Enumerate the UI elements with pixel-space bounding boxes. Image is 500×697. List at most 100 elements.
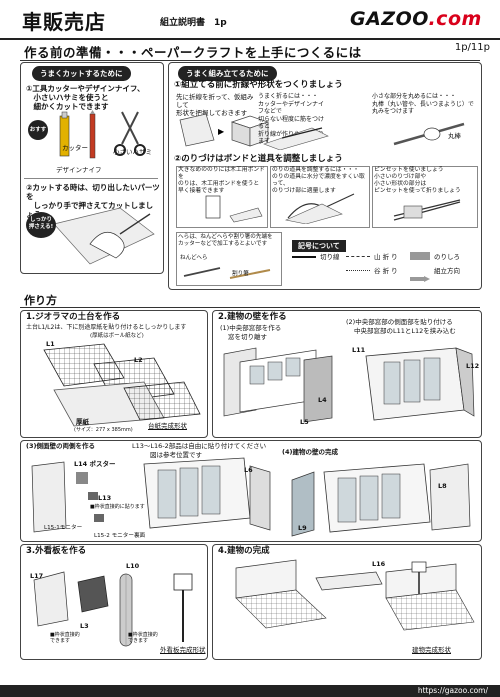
l8-label: L8 <box>438 482 447 490</box>
l3-note: ■枠状直接的 できます <box>50 632 80 644</box>
waribashi-label: 割り箸 <box>232 271 249 277</box>
l2-label: L2 <box>134 356 143 364</box>
legend-title: 記号について <box>292 240 346 252</box>
spatula-illustration <box>285 193 355 224</box>
brand-title: 車販売店 <box>22 10 106 34</box>
step-2-2b: 中央部窓部のL11とL12を挟み込む <box>354 327 456 335</box>
round-bar-label: 丸棒 <box>448 132 461 140</box>
step-2b-box <box>270 166 370 228</box>
l15-label: L15-1モニター <box>44 525 83 531</box>
step-3-done: 外看板完成形状 <box>160 646 206 654</box>
step-2-3b: L13〜L16-2部品は自由に貼り付けてください <box>132 442 267 450</box>
l17-label: L17 <box>30 572 44 580</box>
legend-glue: のりしろ <box>434 253 460 261</box>
tools-illustration <box>59 110 146 159</box>
step-3-title: 3.外看板を作る <box>26 546 87 556</box>
step-2-1: (1)中央部窓部を作る <box>220 324 282 332</box>
doc-title: 組立説明書 1p <box>160 18 227 28</box>
round-bar-illustration <box>393 122 465 146</box>
assemble-step-2a: 大きなめののりには木工用ボンドを のりは、木工用ボンドを使うと 早く接着できます <box>178 167 265 194</box>
design-knife-icon <box>89 113 96 159</box>
svg-text:▶: ▶ <box>218 127 225 136</box>
step-1-title: 1.ジオラマの土台を作る <box>26 312 121 322</box>
step-2-sides-panel <box>20 440 482 542</box>
assemble-step-1c: うまく折るには・・・ カッターやデザインナイフなどで 切らない程度に筋をつけると… <box>258 93 325 145</box>
logo-suffix: .com <box>428 8 482 30</box>
assemble-step-1a: 先に折線を折って、仮組みして 形状を把握しておきます <box>176 93 254 117</box>
mountain-line-sample <box>346 256 370 257</box>
assemble-panel-label: うまく組み立てるために <box>178 66 277 81</box>
assemble-step-1d: 小さな部分を丸めるには・・・ 丸棒（丸い管や、長いつまようじ）で丸みをつけます <box>372 93 474 115</box>
l16-label: L16 <box>372 560 386 568</box>
cut-panel-divider <box>24 178 158 179</box>
step-4-done: 建物完成形状 <box>412 646 451 654</box>
legend-cut: 切り線 <box>320 253 340 261</box>
l10-label: L10 <box>126 562 140 570</box>
footer-url[interactable]: https://gazoo.com/ <box>417 686 488 695</box>
step-2c-box <box>372 166 478 228</box>
l6-label: L6 <box>244 466 253 474</box>
legend-direction: 組立方向 <box>434 267 460 275</box>
valley-line-sample <box>346 270 370 271</box>
step-3-panel <box>20 544 208 660</box>
side-walls-illustration <box>31 457 471 537</box>
hand-cutting-illustration <box>53 207 155 265</box>
cut-panel-label: うまくカットするために <box>32 66 131 81</box>
l14-label: L14 ポスター <box>74 460 116 468</box>
thick-size: (サイズ：277 x 385mm) <box>74 427 133 433</box>
recommend-badge: おすすめ <box>28 120 48 153</box>
step-2-1b: 窓を切り離す <box>228 333 267 341</box>
l10-note: ■枠状直接的 できます <box>128 632 158 644</box>
step-2a-box <box>176 166 268 228</box>
l5-label: L5 <box>300 418 309 426</box>
step-2-title: 2.建物の壁を作る <box>218 312 287 322</box>
spatula-note: へらは、ねんどへらや割り箸の先端を カッターなどで加工するとよいです <box>178 234 273 247</box>
howto-title: 作り方 <box>24 294 57 307</box>
header <box>0 0 500 38</box>
gazoo-logo: GAZOO.com <box>350 8 482 30</box>
thick-label: 厚紙 <box>76 418 89 426</box>
l9-label: L9 <box>298 524 307 532</box>
legend-mountain: 山 折 り <box>374 253 398 261</box>
nendo-label: ねんどへら <box>180 255 208 261</box>
header-rule <box>0 38 500 40</box>
l1-label: L1 <box>46 340 55 348</box>
assemble-step-2c: ピンセットを使いましょう 小さいのりづけ部や 小さい形状の部分は ピンセットを使… <box>374 167 461 194</box>
howto-rule <box>20 307 480 308</box>
tool-knife-label: デザインナイフ <box>56 166 102 174</box>
step-1-done: 台紙完成形状 <box>148 422 187 430</box>
step-1-note: (厚紙はボール紙など) <box>90 333 144 339</box>
spatula-note-box <box>176 232 282 286</box>
intro-title: 作る前の準備・・・ペーパークラフトを上手につくるには <box>24 45 362 60</box>
l11-label: L11 <box>352 346 366 354</box>
glue-bottle-illustration <box>205 195 263 223</box>
cut-tip-1: ①工具カッターやデザインナイフ、 小さいハサミを使うと 細かくカットできます <box>26 84 145 111</box>
step-2-panel <box>212 310 482 438</box>
assemble-step-2b: のりの道具を調整するには・・・ のりの道具に水分で濃度をすくい取って、 のりづけ… <box>272 167 365 194</box>
hold-firmly-badge: しっかり 押さえる! <box>26 212 56 238</box>
spatula-tools-illustration <box>183 267 271 279</box>
l13-label: L13 <box>98 494 112 502</box>
walls-illustration <box>223 347 475 423</box>
tool-scissors-label: 小さいハサミ <box>113 148 152 156</box>
direction-arrow-icon <box>410 267 430 282</box>
title-rule <box>20 60 480 61</box>
step-2-2: (2)中央部窓部の側面部を貼り付ける <box>346 318 453 326</box>
l12-label: L12 <box>466 362 480 370</box>
building-complete-illustration <box>235 559 475 631</box>
logo-main: GAZOO <box>350 8 429 30</box>
step-2-4: (4)建物の壁の完成 <box>282 448 338 456</box>
step-4-panel <box>212 544 482 660</box>
glue-tab-sample <box>410 252 430 260</box>
fold-box-illustration: ▶ <box>179 113 270 147</box>
legend-valley: 谷 折 り <box>374 267 398 275</box>
signboard-illustration <box>33 571 193 647</box>
step-2-3c: 図は参考位置です <box>150 451 202 459</box>
assemble-step-2: ②のりづけはボンドと道具を調整しましょう <box>174 154 343 164</box>
step-2-3: (3)側面壁の両側を作る <box>26 442 95 450</box>
page-number: 1p/11p <box>454 42 490 53</box>
l4-label: L4 <box>318 396 327 404</box>
tool-cutter-label: カッター <box>62 144 88 152</box>
score-line-illustration <box>263 127 329 150</box>
base-illustration <box>43 343 201 427</box>
